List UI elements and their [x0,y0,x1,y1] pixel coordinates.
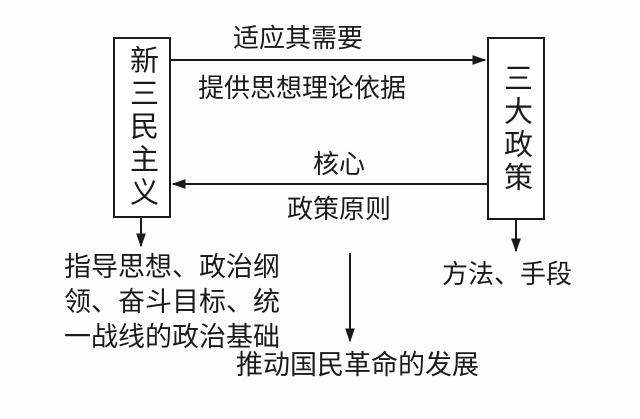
final-outcome-text: 推动国民革命的发展 [236,350,479,381]
new-three-principles-label: 新三民主义 [125,45,160,210]
three-policies-box: 三大政策 [487,37,545,220]
top-arrow-label-below: 提供思想理论依据 [198,74,407,104]
new-three-principles-box: 新三民主义 [113,37,171,218]
bottom-arrow-label-below: 政策原则 [287,195,392,225]
left-outcome-text: 指导思想、政治纲 领、奋斗目标、统 一战线的政治基础 [64,252,280,353]
three-policies-label: 三大政策 [499,62,534,195]
right-outcome-text: 方法、手段 [442,260,573,290]
top-arrow-label-above: 适应其需要 [233,24,364,54]
bottom-arrow-label-above: 核心 [313,150,366,180]
